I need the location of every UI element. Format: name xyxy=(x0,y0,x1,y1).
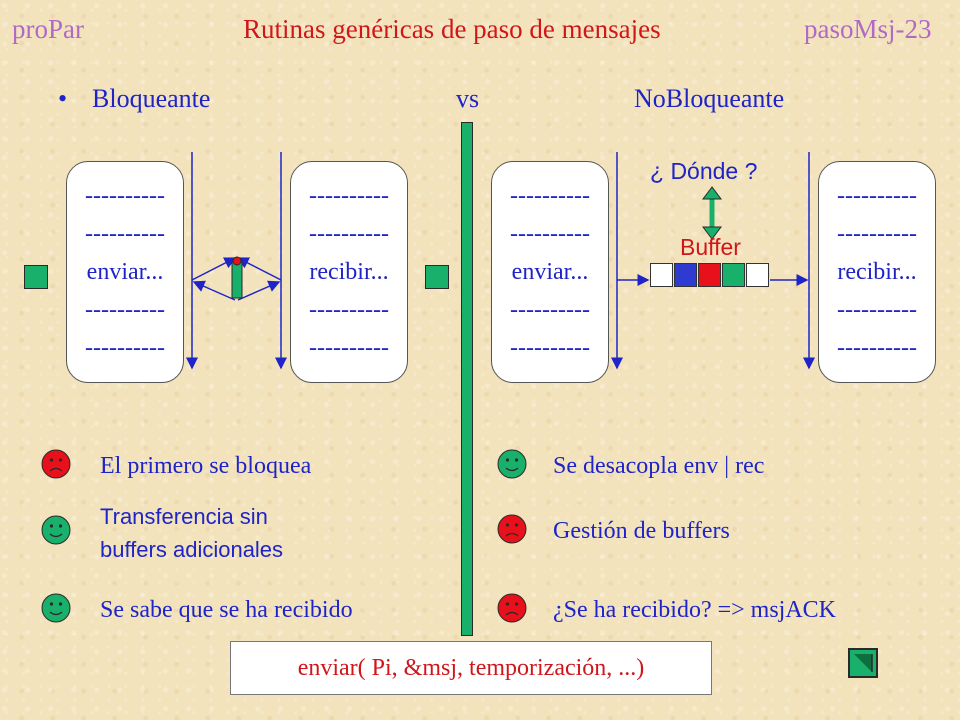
sync-dot xyxy=(232,256,242,266)
recibir-label: recibir... xyxy=(837,259,917,285)
buffer-cell xyxy=(674,263,697,287)
sender-box-blocking: ---------- ---------- enviar... --------… xyxy=(66,161,184,383)
donde-label: ¿ Dónde ? xyxy=(650,158,758,184)
slide-number: pasoMsj-23 xyxy=(804,14,932,44)
code-line: ---------- xyxy=(309,297,389,323)
enviar-label: enviar... xyxy=(86,259,164,285)
sad-face-icon xyxy=(41,449,71,479)
happy-face-icon xyxy=(41,593,71,623)
course-label: proPar xyxy=(12,14,84,44)
code-line: ---------- xyxy=(510,221,590,247)
recibir-label: recibir... xyxy=(309,259,389,285)
left-point-1: El primero se bloquea xyxy=(100,453,312,479)
code-line: ---------- xyxy=(85,221,165,247)
code-line: ---------- xyxy=(309,183,389,209)
point-line: buffers adicionales xyxy=(100,537,284,562)
next-slide-button[interactable] xyxy=(848,648,878,678)
buffer-cell xyxy=(698,263,721,287)
heading-nobloqueante: NoBloqueante xyxy=(634,84,785,113)
happy-face-icon xyxy=(41,515,71,545)
left-point-2: Transferencia sin buffers adicionales xyxy=(100,500,283,566)
code-line: ---------- xyxy=(837,221,917,247)
code-line: ---------- xyxy=(837,335,917,361)
enviar-label: enviar... xyxy=(511,259,589,285)
right-point-2: Gestión de buffers xyxy=(553,518,730,544)
sync-bar xyxy=(231,261,243,299)
code-line: ---------- xyxy=(85,297,165,323)
buffer-cell xyxy=(722,263,745,287)
page-title: Rutinas genéricas de paso de mensajes xyxy=(243,14,661,44)
point-line: Transferencia sin xyxy=(100,504,268,529)
code-line: ---------- xyxy=(309,221,389,247)
buffer-cell xyxy=(650,263,673,287)
right-point-3: ¿Se ha recibido? => msjACK xyxy=(553,597,837,623)
heading-vs: vs xyxy=(456,84,480,113)
code-line: ---------- xyxy=(309,335,389,361)
code-line: ---------- xyxy=(510,335,590,361)
call-signature: enviar( Pi, &msj, temporización, ...) xyxy=(230,641,712,695)
divider-bar xyxy=(461,122,473,636)
code-line: ---------- xyxy=(837,297,917,323)
process-marker-2 xyxy=(425,265,449,289)
sad-face-icon xyxy=(497,514,527,544)
code-line: ---------- xyxy=(510,183,590,209)
sad-face-icon xyxy=(497,593,527,623)
buffer-cell xyxy=(746,263,769,287)
code-line: ---------- xyxy=(85,183,165,209)
receiver-box-blocking: ---------- ---------- recibir... -------… xyxy=(290,161,408,383)
heading-bloqueante: Bloqueante xyxy=(92,84,211,113)
sender-box-nonblocking: ---------- ---------- enviar... --------… xyxy=(491,161,609,383)
code-line: ---------- xyxy=(85,335,165,361)
happy-face-icon xyxy=(497,449,527,479)
code-line: ---------- xyxy=(837,183,917,209)
nav-arrow-icon xyxy=(854,654,873,672)
bullet: • xyxy=(58,84,68,113)
receiver-box-nonblocking: ---------- ---------- recibir... -------… xyxy=(818,161,936,383)
buffer-label: Buffer xyxy=(680,234,741,260)
left-point-3: Se sabe que se ha recibido xyxy=(100,597,353,623)
right-point-1: Se desacopla env | rec xyxy=(553,453,765,479)
process-marker-1 xyxy=(24,265,48,289)
code-line: ---------- xyxy=(510,297,590,323)
